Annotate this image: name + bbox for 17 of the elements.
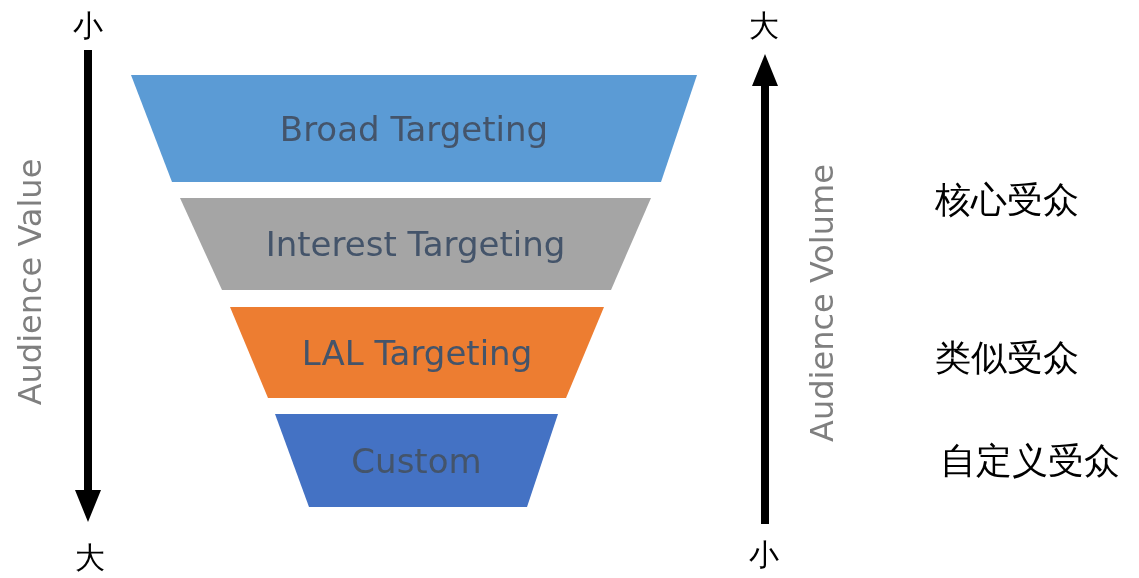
funnel-level: [131, 75, 697, 182]
scale-end-label: 大: [75, 538, 105, 577]
scale-end-label: 小: [749, 535, 779, 574]
axis-label: Audience Value: [11, 158, 49, 406]
level-label: Custom: [350, 440, 483, 481]
funnel-level: [230, 307, 604, 398]
level-label: Broad Targeting: [278, 108, 550, 149]
funnel-level: [275, 414, 558, 507]
axis-label: Audience Volume: [803, 164, 841, 442]
funnel-level: [180, 198, 651, 290]
scale-end-label: 小: [73, 6, 103, 45]
audience-label: 自定义受众: [940, 438, 1120, 483]
audience-label: 类似受众: [935, 335, 1079, 380]
scale-end-label: 大: [749, 6, 779, 45]
level-label: Interest Targeting: [264, 224, 567, 264]
level-label: LAL Targeting: [300, 332, 534, 373]
audience-label: 核心受众: [935, 177, 1079, 222]
